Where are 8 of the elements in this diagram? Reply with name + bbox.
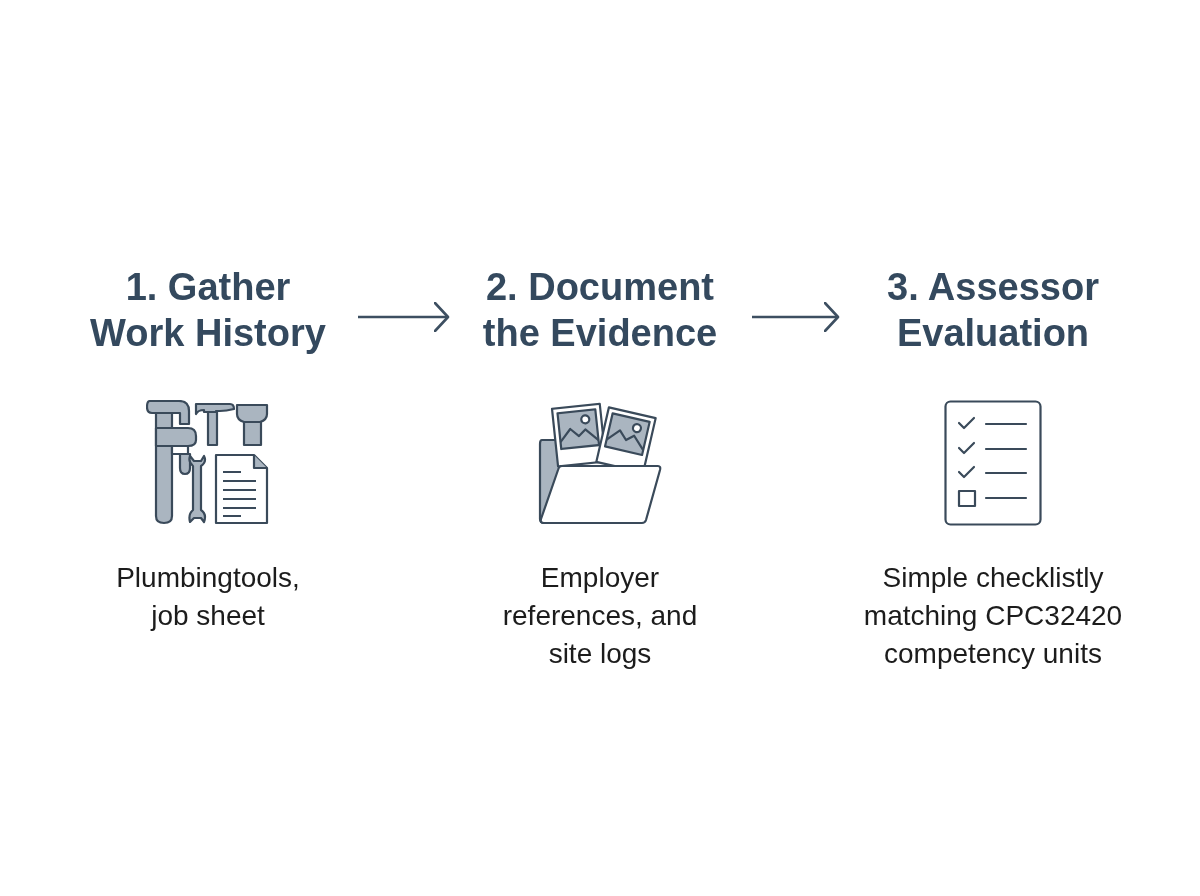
arrow <box>358 301 450 333</box>
arrow <box>752 301 840 333</box>
step-description: Plumbingtools, job sheet <box>115 561 301 633</box>
step-heading: 3. Assessor Evaluation <box>886 265 1100 356</box>
step-heading: 1. Gather Work History <box>89 265 327 356</box>
step-description: Simple checklistly matching CPC32420 competency units <box>862 561 1124 671</box>
step-heading: 2. Document the Evidence <box>481 265 719 356</box>
step-description: Employer references, and site logs <box>501 561 699 671</box>
